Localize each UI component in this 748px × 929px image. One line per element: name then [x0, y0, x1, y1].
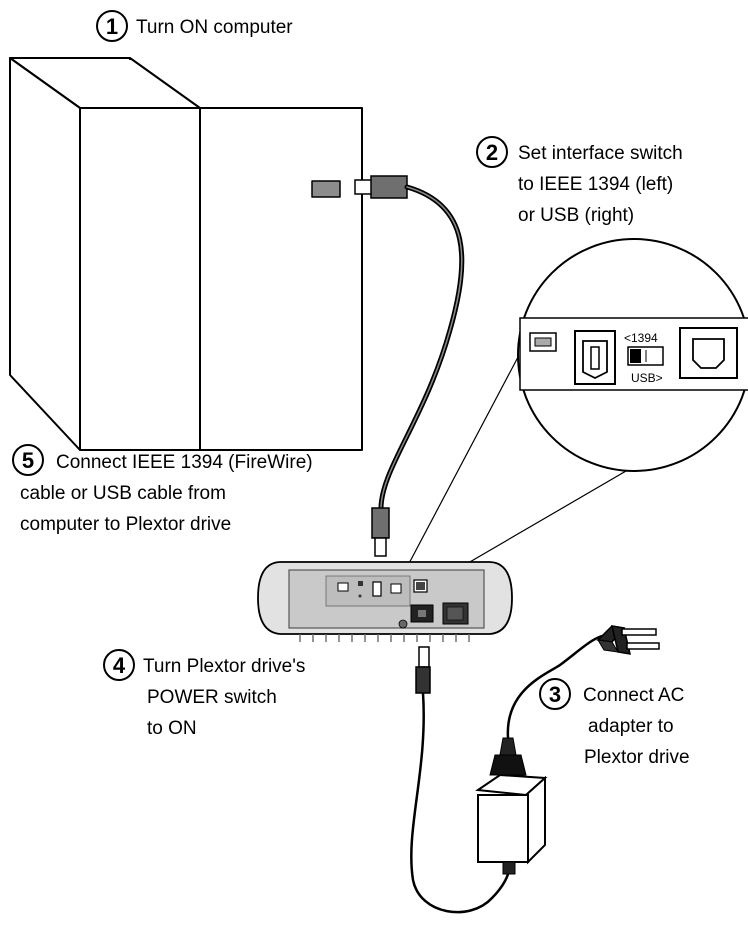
ac-adapter-box — [477, 794, 529, 863]
step-3-label: 3 Connect AC adapter to Plextor drive — [539, 678, 690, 768]
interface-cable — [354, 175, 465, 557]
zoom-callout: <1394 USB> — [381, 238, 748, 610]
step-5-text-line-2: cable or USB cable from — [20, 483, 226, 504]
computer-port — [311, 180, 341, 198]
ac-adapter-assembly — [410, 625, 660, 914]
step-4-text-line-2: POWER switch — [147, 687, 277, 708]
step-4-number: 4 — [113, 653, 126, 678]
step-4-text-line-1: Turn Plextor drive's — [143, 656, 305, 677]
drive-switch — [390, 583, 402, 594]
drive-port-mini — [337, 582, 349, 592]
step-1-text: Turn ON computer — [136, 17, 293, 38]
step-number-badge — [539, 678, 571, 710]
step-5-text-line-3: computer to Plextor drive — [20, 514, 231, 535]
step-2-text-line-2: to IEEE 1394 (left) — [518, 174, 673, 195]
drive-port-firewire — [372, 581, 382, 597]
step-2-text-line-3: or USB (right) — [518, 205, 634, 226]
step-number-badge — [12, 444, 44, 476]
step-2-label: 2 Set interface switch to IEEE 1394 (lef… — [476, 136, 683, 226]
step-1-number: 1 — [106, 14, 118, 39]
cable-plug-computer — [370, 175, 408, 199]
dc-plug-tip — [418, 646, 430, 668]
step-1-label: 1 Turn ON computer — [96, 10, 293, 42]
step-2-text-line-1: Set interface switch — [518, 143, 683, 164]
step-5-number: 5 — [22, 448, 34, 473]
step-number-badge — [96, 10, 128, 42]
step-3-text-line-2: adapter to — [588, 716, 674, 737]
step-4-label: 4 Turn Plextor drive's POWER switch to O… — [103, 649, 305, 739]
tower-front-panel — [79, 107, 201, 451]
step-3-text-line-1: Connect AC — [583, 685, 684, 706]
step-number-badge — [476, 136, 508, 168]
step-2-number: 2 — [486, 140, 498, 165]
computer-tower — [9, 57, 363, 451]
switch-label-usb: USB> — [631, 371, 663, 385]
step-5-text-line-1: Connect IEEE 1394 (FireWire) — [56, 452, 313, 473]
step-5-label: 5 Connect IEEE 1394 (FireWire) cable or … — [12, 444, 313, 535]
cable-plug-drive — [371, 507, 390, 539]
switch-label-1394: <1394 — [624, 331, 658, 345]
step-number-badge — [103, 649, 135, 681]
tower-side-panel — [199, 107, 363, 451]
cable-plug-drive-tip — [374, 537, 387, 557]
step-3-number: 3 — [549, 682, 561, 707]
dc-plug — [415, 666, 431, 694]
step-3-text-line-3: Plextor drive — [584, 747, 690, 768]
wall-plug — [596, 625, 660, 655]
plextor-drive — [257, 561, 513, 642]
step-4-text-line-3: to ON — [147, 718, 197, 739]
